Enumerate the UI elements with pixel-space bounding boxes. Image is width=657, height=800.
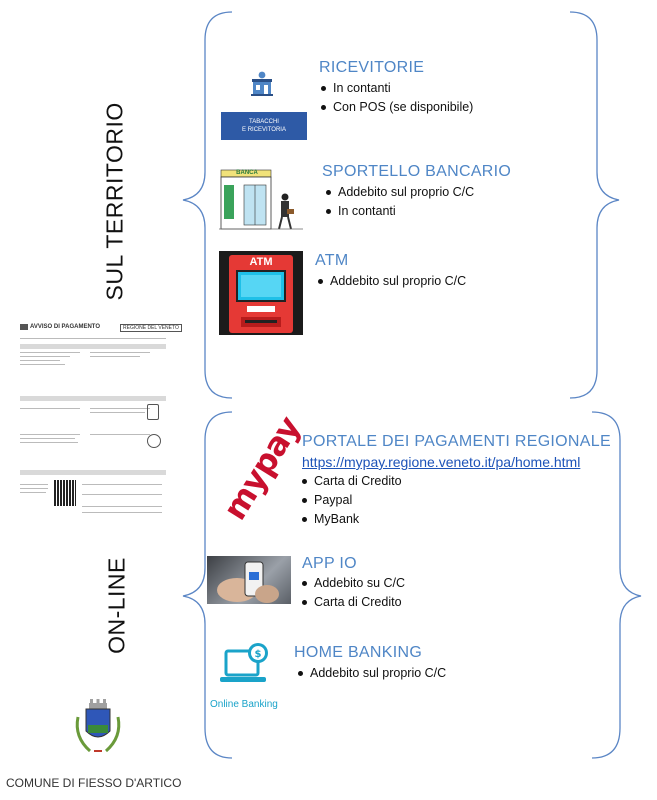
pagopa-logo-icon <box>20 324 28 330</box>
phone-icon <box>147 404 159 420</box>
list-item: MyBank <box>300 510 402 529</box>
list-item: Paypal <box>300 491 402 510</box>
atm-screen-label: ATM <box>249 256 273 268</box>
mypay-logo-text: mypay <box>215 410 308 527</box>
mypay-link[interactable]: https://mypay.regione.veneto.it/pa/home.… <box>302 454 581 470</box>
list-item: Addebito sul proprio C/C <box>324 183 474 202</box>
mypay-title: PORTALE DEI PAGAMENTI REGIONALE <box>302 433 611 450</box>
atm-title: ATM <box>315 252 349 269</box>
notice-brand: REGIONE DEL VENETO <box>120 324 182 332</box>
svg-text:$: $ <box>255 649 262 660</box>
list-item: Con POS (se disponibile) <box>319 98 473 117</box>
top-left-brace <box>182 11 233 399</box>
appio-list: Addebito su C/C Carta di Credito <box>300 574 405 612</box>
payment-notice-document: AVVISO DI PAGAMENTO REGIONE DEL VENETO <box>20 322 182 522</box>
list-item: Addebito su C/C <box>300 574 405 593</box>
online-label: ON-LINE <box>103 557 130 654</box>
tabacchi-badge: TABACCHI E RICEVITORIA <box>221 112 307 140</box>
sportello-title: SPORTELLO BANCARIO <box>322 163 512 180</box>
bank-counter-illustration: BANCA <box>219 167 303 241</box>
list-item: In contanti <box>324 202 474 221</box>
list-item: Carta di Credito <box>300 593 405 612</box>
wallet-icon <box>147 434 161 448</box>
top-right-brace <box>569 11 620 399</box>
laptop-icon: $ <box>218 641 274 687</box>
homebanking-title: HOME BANKING <box>294 644 423 661</box>
appio-title: APP IO <box>302 555 357 572</box>
tabacchi-badge-line2: E RICEVITORIA <box>242 127 286 133</box>
bank-sign: BANCA <box>236 170 258 176</box>
qr-code-icon <box>54 480 76 506</box>
list-item: Addebito sul proprio C/C <box>316 272 466 291</box>
list-item: In contanti <box>319 79 473 98</box>
ricevitorie-title: RICEVITORIE <box>319 59 425 76</box>
list-item: Addebito sul proprio C/C <box>296 664 446 683</box>
mypay-logo: mypay <box>215 410 307 526</box>
atm-list: Addebito sul proprio C/C <box>316 272 466 291</box>
territory-label: SUL TERRITORIO <box>101 102 128 301</box>
notice-title: AVVISO DI PAGAMENTO <box>30 324 101 330</box>
online-banking-caption: Online Banking <box>210 699 278 710</box>
mypay-list: Carta di Credito Paypal MyBank <box>300 472 402 529</box>
app-io-photo <box>207 556 291 604</box>
bottom-right-brace <box>591 411 642 759</box>
atm-icon: ATM <box>219 251 303 335</box>
bottom-left-brace <box>182 411 233 759</box>
municipality-crest <box>70 697 126 759</box>
tabacchi-badge-line1: TABACCHI <box>249 119 279 125</box>
ricevitorie-list: In contanti Con POS (se disponibile) <box>319 79 473 117</box>
sportello-list: Addebito sul proprio C/C In contanti <box>324 183 474 221</box>
store-icon <box>248 70 276 98</box>
homebanking-list: Addebito sul proprio C/C <box>296 664 446 683</box>
list-item: Carta di Credito <box>300 472 402 491</box>
municipality-name: COMUNE DI FIESSO D'ARTICO <box>6 776 182 790</box>
